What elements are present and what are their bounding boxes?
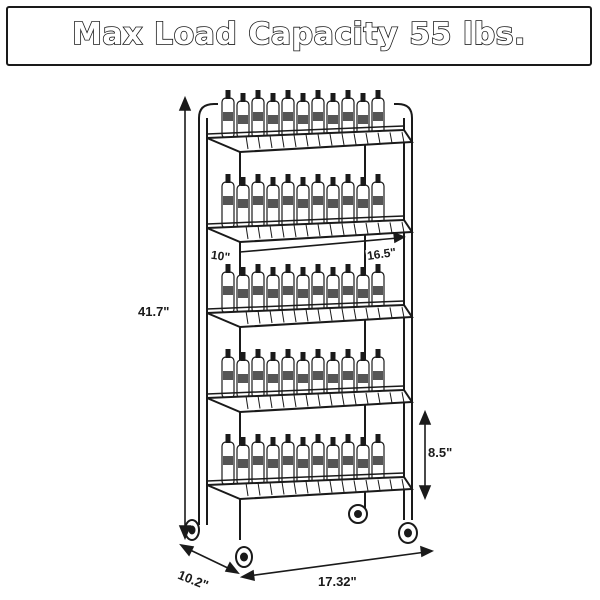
shelf-basket (206, 215, 414, 244)
shelf-basket (206, 472, 414, 501)
width-label: 17.32" (318, 574, 357, 589)
caster-wheels (184, 504, 418, 568)
basket-width-dimension-line (239, 231, 406, 253)
shelf-basket (206, 300, 414, 329)
caster-wheel-back (348, 504, 368, 524)
shelves (206, 125, 414, 501)
depth-dimension-line (179, 543, 240, 575)
height-label: 41.7" (138, 304, 170, 319)
title-banner: Max Load Capacity 55 lbs. (6, 6, 592, 66)
width-dimension-line (239, 545, 435, 582)
caster-wheel-front-left (184, 519, 200, 541)
basket-depth-label: 10" (209, 247, 232, 265)
shelf-basket (206, 125, 414, 154)
height-dimension-line (178, 95, 192, 541)
dimension-lines (178, 95, 435, 582)
caster-wheel-front-center (235, 546, 253, 568)
banner-title: Max Load Capacity 55 lbs. (71, 16, 526, 53)
caster-wheel-front-right (398, 522, 418, 544)
shelf-gap-dimension-line (418, 409, 432, 501)
bottle-row (221, 90, 385, 139)
shelf-basket (206, 385, 414, 414)
shelf-gap-label: 8.5" (428, 445, 453, 460)
